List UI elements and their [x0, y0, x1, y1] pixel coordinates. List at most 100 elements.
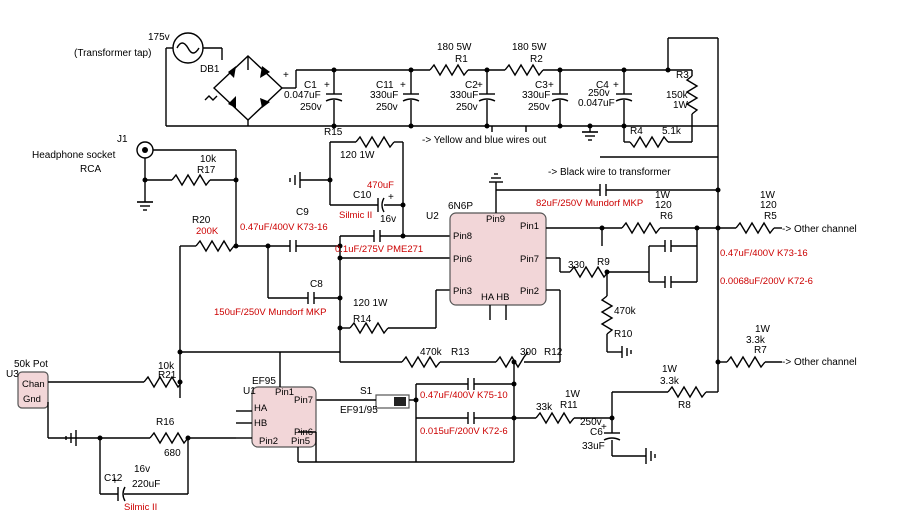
u2-name: U2 [426, 211, 439, 222]
r6-power: 1W [655, 190, 671, 201]
r21-value: 10k [158, 361, 175, 372]
c6-voltage: 250v [580, 417, 602, 428]
r4-value: 5.1k [662, 126, 682, 137]
r3-power: 1W [673, 100, 689, 111]
r6-name: R6 [660, 211, 673, 222]
c2-name: C2 [465, 80, 478, 91]
cap-c11: + [400, 70, 420, 126]
headphone-jack [136, 141, 236, 211]
c12-brand: Silmic II [124, 502, 157, 513]
bridge-label: DB1 [200, 64, 220, 75]
note-other-channel-2: -> Other channel [782, 357, 857, 368]
c3-voltage: 250v [528, 102, 550, 113]
u1-pin1: Pin1 [275, 387, 294, 398]
cap-c3: + [548, 70, 569, 126]
jack-label-2: RCA [80, 164, 101, 175]
c4-name: C4 [596, 80, 609, 91]
c-s1a-value: 0.47uF/400V K75-10 [420, 390, 508, 401]
svg-text:+: + [477, 80, 483, 91]
pot-u3[interactable] [17, 371, 49, 409]
svg-text:+: + [112, 476, 118, 487]
r11-value: 33k [536, 402, 553, 413]
c9-value: 0.47uF/400V K73-16 [240, 222, 328, 233]
c9b-value: 0.1uF/275V PME271 [335, 244, 423, 255]
u2-tube: 6N6P [448, 201, 473, 212]
c4-value: 0.047uF [578, 98, 615, 109]
u2-pin8: Pin8 [453, 231, 472, 242]
c8-name: C8 [310, 279, 323, 290]
c12-value: 220uF [132, 479, 160, 490]
u1-ha: HA [254, 403, 268, 414]
c-s1b-value: 0.015uF/200V K72-6 [420, 426, 508, 437]
svg-text:+: + [548, 80, 554, 91]
c1-value: 0.047uF [284, 90, 321, 101]
r13-name: R13 [451, 347, 470, 358]
j1-name: J1 [117, 134, 128, 145]
u1-name: U1 [243, 386, 256, 397]
jack-label-1: Headphone socket [32, 150, 116, 161]
u1-pin7: Pin7 [294, 395, 313, 406]
ac-source [165, 32, 223, 126]
cap-c4: + [613, 70, 633, 126]
c1-voltage: 250v [300, 102, 322, 113]
r21-name: R21 [158, 370, 177, 381]
c11-value: 330uF [370, 90, 398, 101]
c8-value: 150uF/250V Mundorf MKP [214, 307, 326, 318]
r2-name: R2 [530, 54, 543, 65]
u1-hb: HB [254, 418, 267, 429]
r9-name: R9 [597, 257, 610, 268]
r1-value: 180 5W [437, 42, 472, 53]
u2-pin2: Pin2 [520, 286, 539, 297]
r11-power: 1W [565, 389, 581, 400]
svg-text:+: + [601, 422, 607, 433]
c12-voltage: 16v [134, 464, 150, 475]
r10-value: 470k [614, 306, 637, 317]
c12-name: C12 [104, 473, 123, 484]
r5-value: 120 [760, 200, 777, 211]
c6-name: C6 [590, 427, 603, 438]
r3-name: R3 [676, 70, 689, 81]
u2-heater: HA HB [481, 292, 510, 303]
r9-value: 330 [568, 260, 585, 271]
r15-value: 120 1W [340, 150, 375, 161]
u2-pin3: Pin3 [453, 286, 472, 297]
u1-pin2: Pin2 [259, 436, 278, 447]
c-out2-value: 0.0068uF/200V K72-6 [720, 276, 813, 287]
u3-gnd: Gnd [23, 394, 41, 405]
cap-c1: + [324, 70, 343, 126]
c1-name: C1 [304, 80, 317, 91]
r7-power: 1W [755, 324, 771, 335]
r20-value: 200K [196, 226, 219, 237]
c4-voltage: 250v [588, 88, 610, 99]
r3-value: 150k [666, 90, 689, 101]
transformer-tap-label: (Transformer tap) [74, 48, 151, 59]
r20-name: R20 [192, 215, 211, 226]
r13-value: 470k [420, 347, 443, 358]
r17-value: 10k [200, 154, 217, 165]
r2-value: 180 5W [512, 42, 547, 53]
r16-value: 680 [164, 448, 181, 459]
r1-name: R1 [455, 54, 468, 65]
c11-name: C11 [376, 80, 394, 91]
c-top-value: 82uF/250V Mundorf MKP [536, 198, 643, 209]
c3-value: 330uF [522, 90, 550, 101]
c-out1-value: 0.47uF/400V K73-16 [720, 248, 808, 259]
r7-value: 3.3k [746, 335, 766, 346]
u2-pin9: Pin9 [486, 214, 505, 225]
cap-c2: + [477, 70, 496, 126]
c6-value: 33uF [582, 441, 605, 452]
r16-name: R16 [156, 417, 175, 428]
c10-brand: Silmic II [339, 210, 372, 221]
r12-name: R12 [544, 347, 563, 358]
r5-power: 1W [760, 190, 776, 201]
u3-title: 50k Pot [14, 359, 48, 370]
r8-power: 1W [662, 364, 678, 375]
u2-pin6: Pin6 [453, 254, 472, 265]
note-black-wire: -> Black wire to transformer [548, 167, 671, 178]
r14-value: 120 1W [353, 298, 388, 309]
svg-text:+: + [613, 80, 619, 91]
c10-voltage: 16v [380, 214, 396, 225]
svg-text:+: + [400, 80, 406, 91]
c2-value: 330uF [450, 90, 478, 101]
